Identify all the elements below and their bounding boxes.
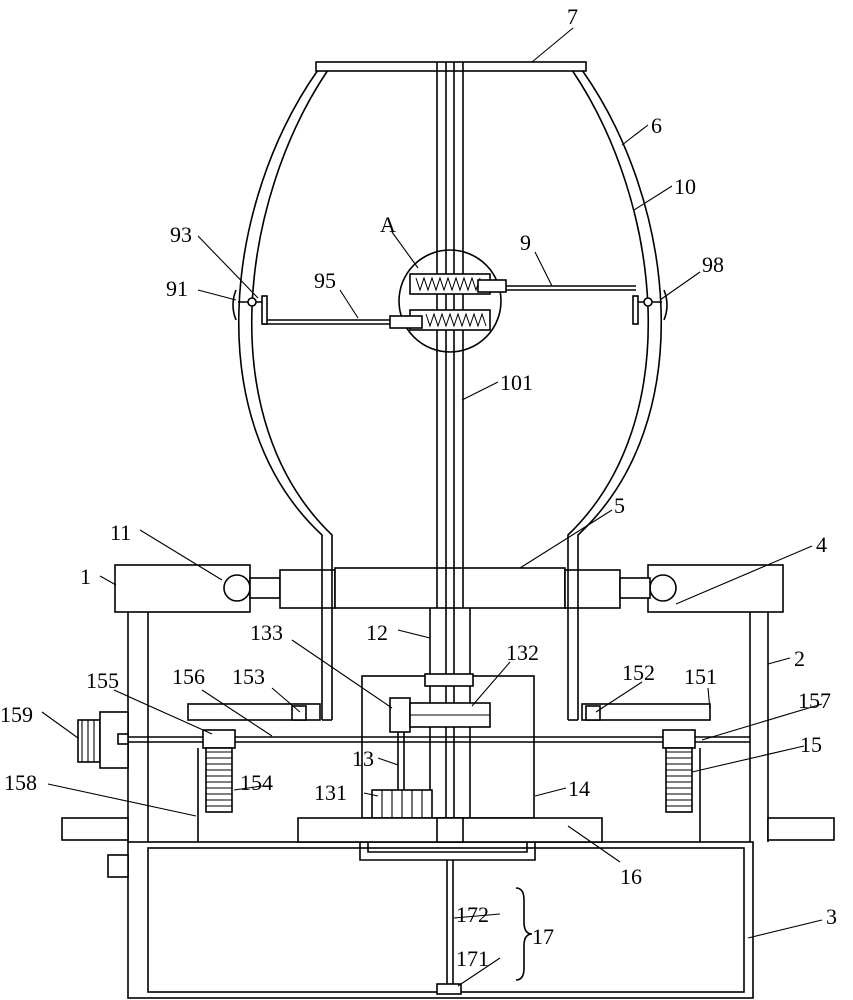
label-95: 95 (314, 268, 336, 293)
label-154: 154 (240, 770, 273, 795)
label-156: 156 (172, 664, 205, 689)
label-a: A (380, 212, 396, 237)
label-155: 155 (86, 668, 119, 693)
label-4: 4 (816, 532, 827, 557)
label-12: 12 (366, 620, 388, 645)
detail-a (389, 249, 507, 353)
label-131: 131 (314, 780, 347, 805)
side-fasteners (232, 289, 668, 325)
label-7: 7 (567, 4, 578, 29)
cage-frame (238, 69, 662, 721)
part-labels: 7 6 10 A 9 93 98 91 95 101 5 11 4 1 12 1… (0, 4, 837, 971)
label-91: 91 (166, 276, 188, 301)
label-11: 11 (110, 520, 131, 545)
label-16: 16 (620, 864, 642, 889)
label-151: 151 (684, 664, 717, 689)
label-132: 132 (506, 640, 539, 665)
springs (197, 729, 701, 842)
label-152: 152 (622, 660, 655, 685)
label-14: 14 (568, 776, 590, 801)
base-tank (107, 841, 754, 999)
motor-gear (371, 732, 433, 819)
label-133: 133 (250, 620, 283, 645)
label-172: 172 (456, 902, 489, 927)
rods (262, 285, 636, 325)
label-98: 98 (702, 252, 724, 277)
label-171: 171 (456, 946, 489, 971)
top-cap (315, 61, 587, 72)
label-93: 93 (170, 222, 192, 247)
label-158: 158 (4, 770, 37, 795)
label-153: 153 (232, 664, 265, 689)
label-17: 17 (532, 924, 554, 949)
gears (389, 673, 491, 733)
label-3: 3 (826, 904, 837, 929)
rollers (223, 574, 677, 602)
side-plates (187, 703, 711, 721)
label-9: 9 (520, 230, 531, 255)
label-159: 159 (0, 702, 33, 727)
drain-assembly (436, 860, 462, 995)
leader-lines (41, 27, 823, 987)
label-157: 157 (798, 688, 831, 713)
base-plate (297, 817, 603, 861)
label-10: 10 (674, 174, 696, 199)
horizontal-beam (249, 567, 651, 609)
label-2: 2 (794, 646, 805, 671)
side-frame (61, 612, 835, 842)
label-15: 15 (800, 732, 822, 757)
side-knob (77, 711, 129, 769)
label-6: 6 (651, 113, 662, 138)
brace-17 (515, 887, 533, 981)
label-13: 13 (352, 746, 374, 771)
label-5: 5 (614, 493, 625, 518)
label-1: 1 (80, 564, 91, 589)
label-101: 101 (500, 370, 533, 395)
